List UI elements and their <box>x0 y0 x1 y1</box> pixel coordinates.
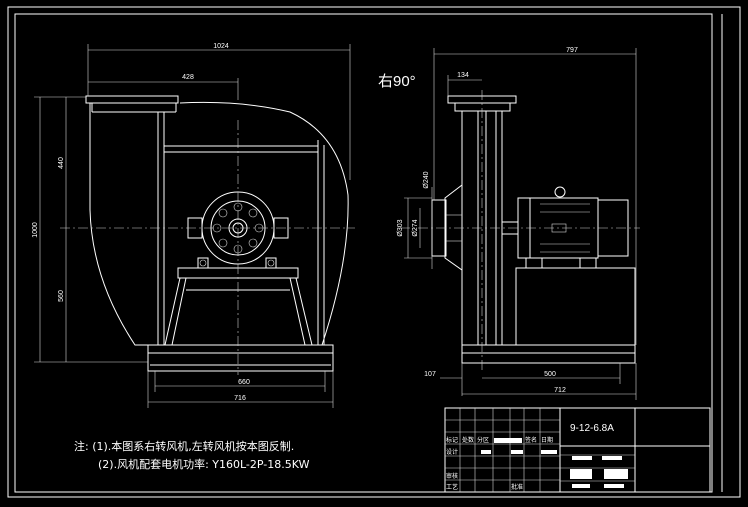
dim-712: 712 <box>554 387 566 394</box>
dim-1024: 1024 <box>213 43 229 50</box>
side-base <box>461 344 636 364</box>
notes-prefix: 注: <box>74 440 89 453</box>
dim-660: 660 <box>238 379 250 386</box>
dim-274: Ø274 <box>412 219 419 236</box>
model-number: 9-12-6.8A <box>570 423 614 434</box>
dim-428: 428 <box>182 74 194 81</box>
svg-text:批准: 批准 <box>511 483 523 491</box>
note-line-2: (2).风机配套电机功率: Y160L-2P-18.5KW <box>98 458 310 471</box>
svg-text:工艺: 工艺 <box>446 483 458 491</box>
inner-frame <box>14 13 713 493</box>
dim-1000: 1000 <box>32 222 39 238</box>
svg-text:日期: 日期 <box>541 436 553 444</box>
dim-560: 560 <box>58 290 65 302</box>
dim-797: 797 <box>566 47 578 54</box>
volute-casing <box>89 101 349 346</box>
note-line-1: (1).本图系右转风机,左转风机按本图反制. <box>92 440 295 453</box>
dim-500: 500 <box>544 371 556 378</box>
front-base <box>147 344 334 372</box>
notes: 注: (1).本图系右转风机,左转风机按本图反制. <box>74 438 294 454</box>
rotation-label: 右90° <box>378 73 416 90</box>
side-view: 右90° <box>378 47 640 400</box>
dim-716: 716 <box>234 395 246 402</box>
dim-107: 107 <box>424 371 436 378</box>
dim-240: Ø240 <box>423 171 430 188</box>
side-pedestal <box>515 267 636 346</box>
title-block: 9-12-6.8A 标记 处数 分区 签名 日期 设计 审核 工艺 批准 <box>444 407 711 493</box>
svg-text:审核: 审核 <box>446 472 458 480</box>
svg-text:处数: 处数 <box>462 436 474 444</box>
outlet-flange <box>85 95 179 104</box>
front-view: 1024 428 1000 440 560 660 716 <box>32 43 355 408</box>
dim-303: Ø303 <box>397 219 404 236</box>
dim-440: 440 <box>58 157 65 169</box>
dim-134: 134 <box>457 72 469 79</box>
svg-text:签名: 签名 <box>525 436 537 444</box>
svg-text:设计: 设计 <box>446 448 458 456</box>
svg-text:标记: 标记 <box>446 436 458 444</box>
svg-text:分区: 分区 <box>477 436 489 444</box>
outer-frame <box>7 6 741 498</box>
